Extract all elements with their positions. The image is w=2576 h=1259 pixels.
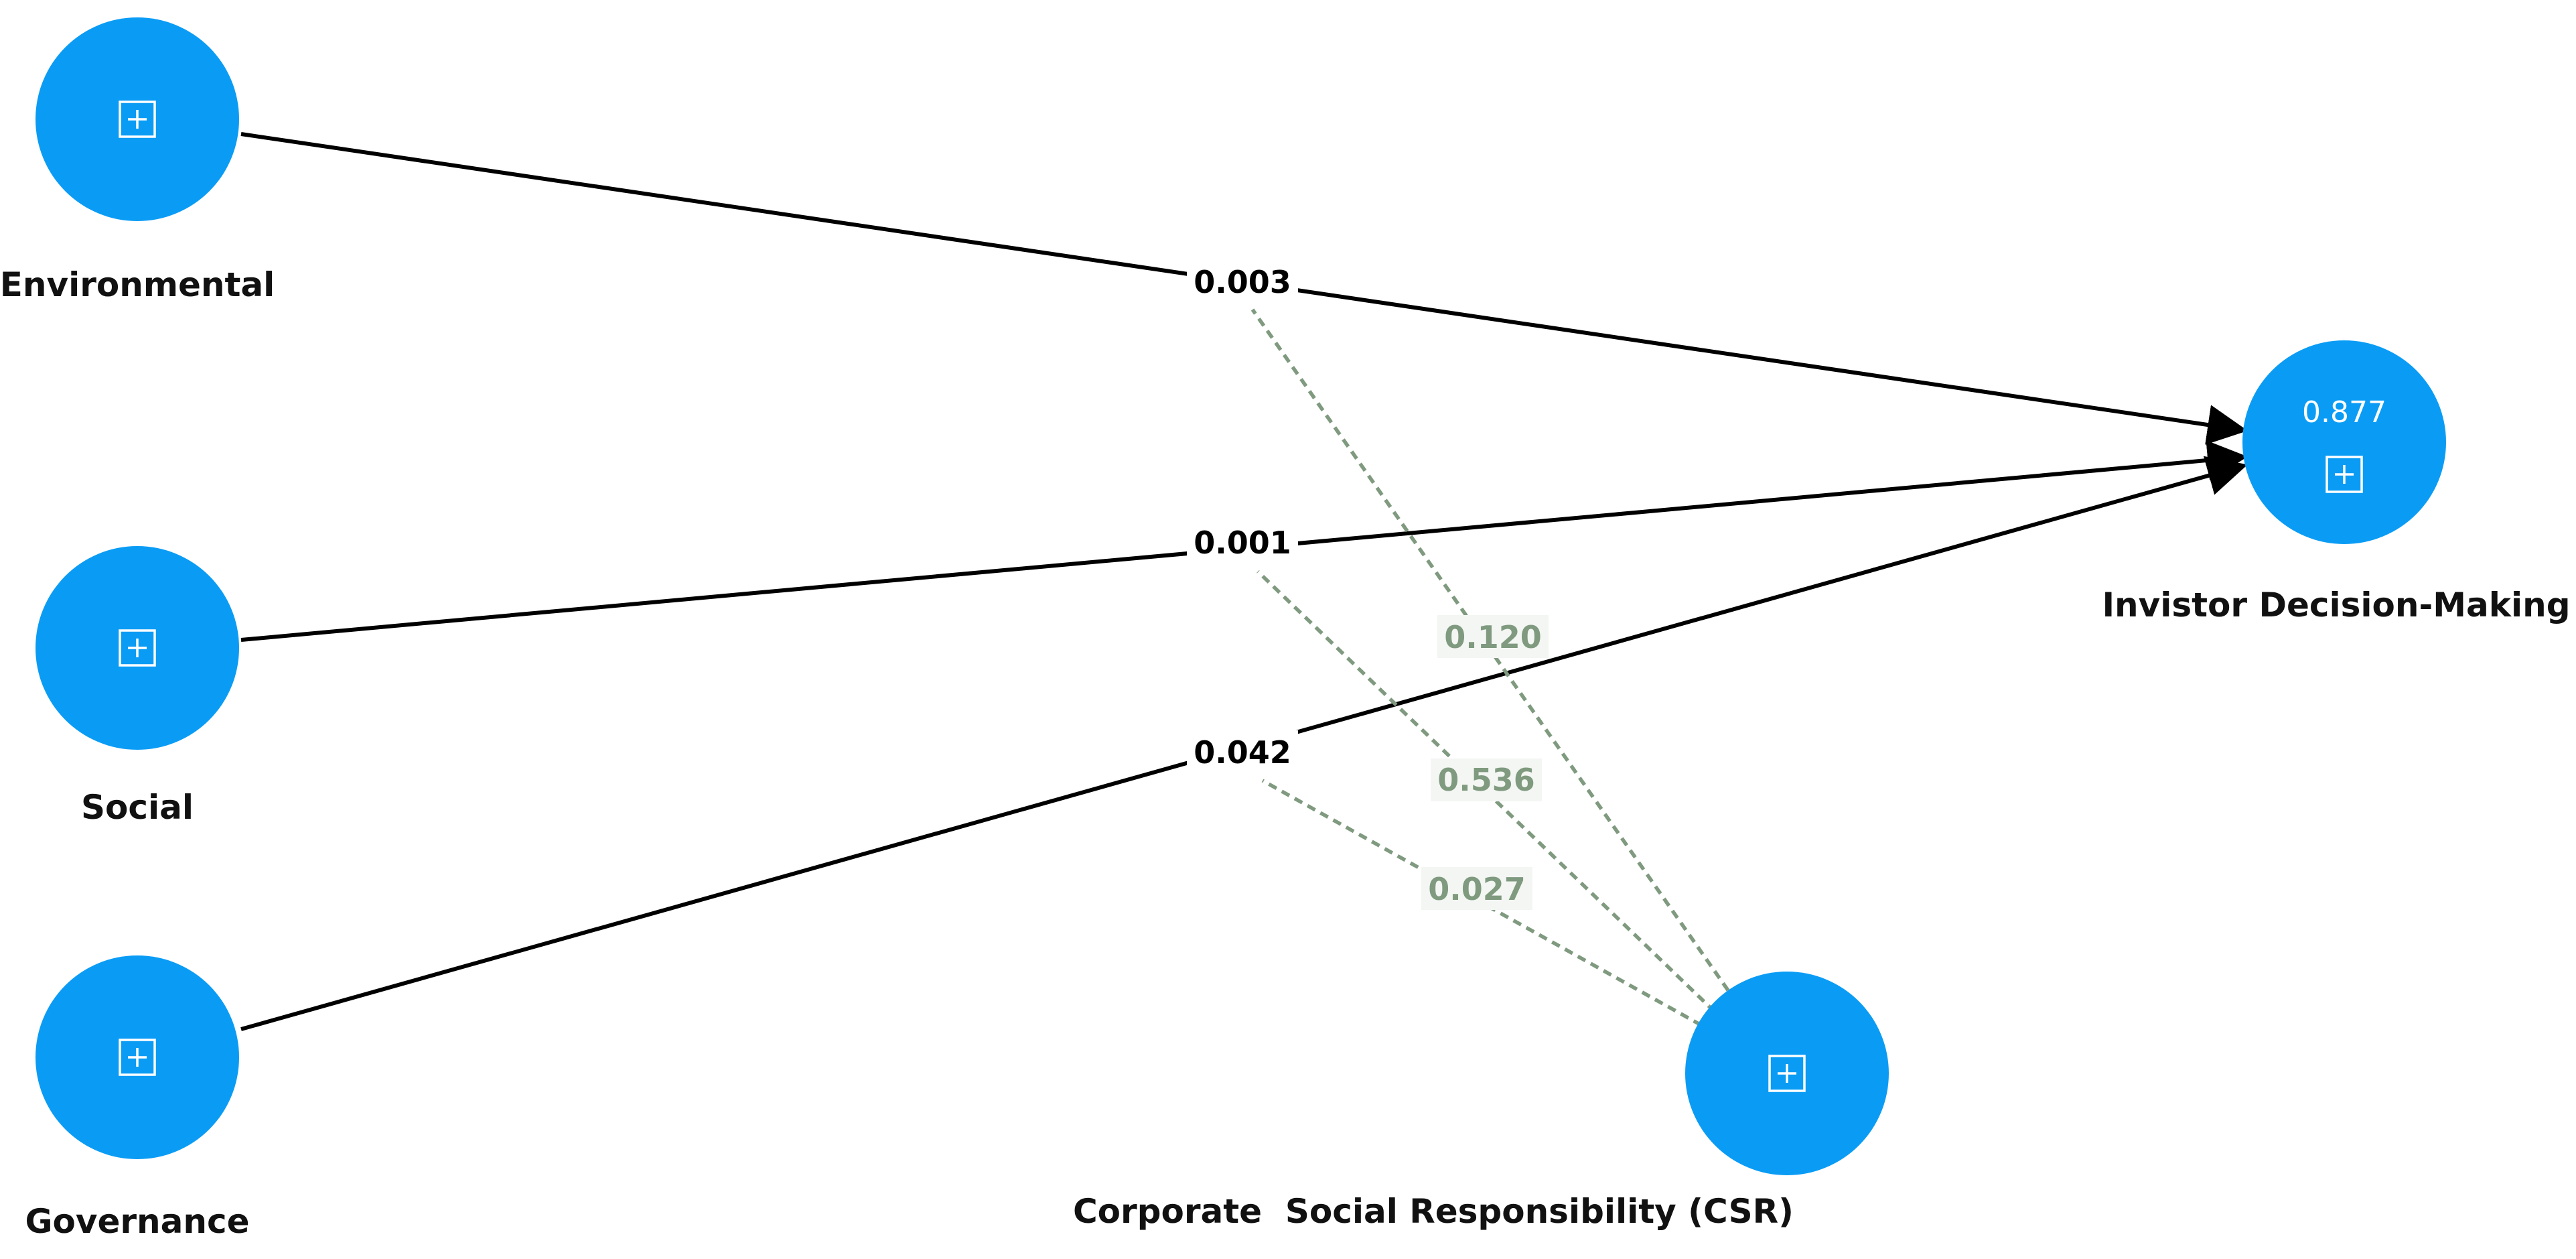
- moderated-coefficients: 0.120 0.536 0.027: [1421, 615, 1549, 910]
- node-label-environmental: Environmental: [0, 265, 275, 304]
- moderated-coefficient-social: 0.536: [1437, 762, 1535, 798]
- r-squared-value: 0.877: [2302, 395, 2386, 429]
- node-social[interactable]: Social: [35, 546, 239, 827]
- moderated-paths: [1250, 308, 1730, 1027]
- coefficient-environmental: 0.003: [1194, 264, 1291, 300]
- node-csr[interactable]: Corporate Social Responsibility (CSR): [1073, 972, 1889, 1231]
- node-investor-decision-making[interactable]: 0.877 Invistor Decision-Making: [2102, 340, 2571, 624]
- node-governance[interactable]: Governance: [25, 955, 250, 1241]
- node-label-investor-decision-making: Invistor Decision-Making: [2102, 586, 2570, 624]
- expand-icon[interactable]: [119, 101, 156, 138]
- direct-coefficients: 0.003 0.001 0.042: [1187, 260, 1298, 775]
- expand-icon[interactable]: [1768, 1055, 1806, 1092]
- moderated-coefficient-environmental: 0.120: [1444, 619, 1542, 655]
- expand-icon[interactable]: [119, 629, 156, 667]
- expand-icon[interactable]: [119, 1039, 156, 1076]
- node-label-governance: Governance: [25, 1202, 249, 1241]
- node-label-social: Social: [81, 788, 194, 827]
- node-label-csr: Corporate Social Responsibility (CSR): [1073, 1192, 1794, 1231]
- node-environmental[interactable]: Environmental: [0, 17, 275, 304]
- coefficient-social: 0.001: [1194, 525, 1291, 561]
- expand-icon[interactable]: [2325, 456, 2363, 493]
- coefficient-governance: 0.042: [1194, 734, 1291, 771]
- moderated-coefficient-governance: 0.027: [1428, 871, 1526, 907]
